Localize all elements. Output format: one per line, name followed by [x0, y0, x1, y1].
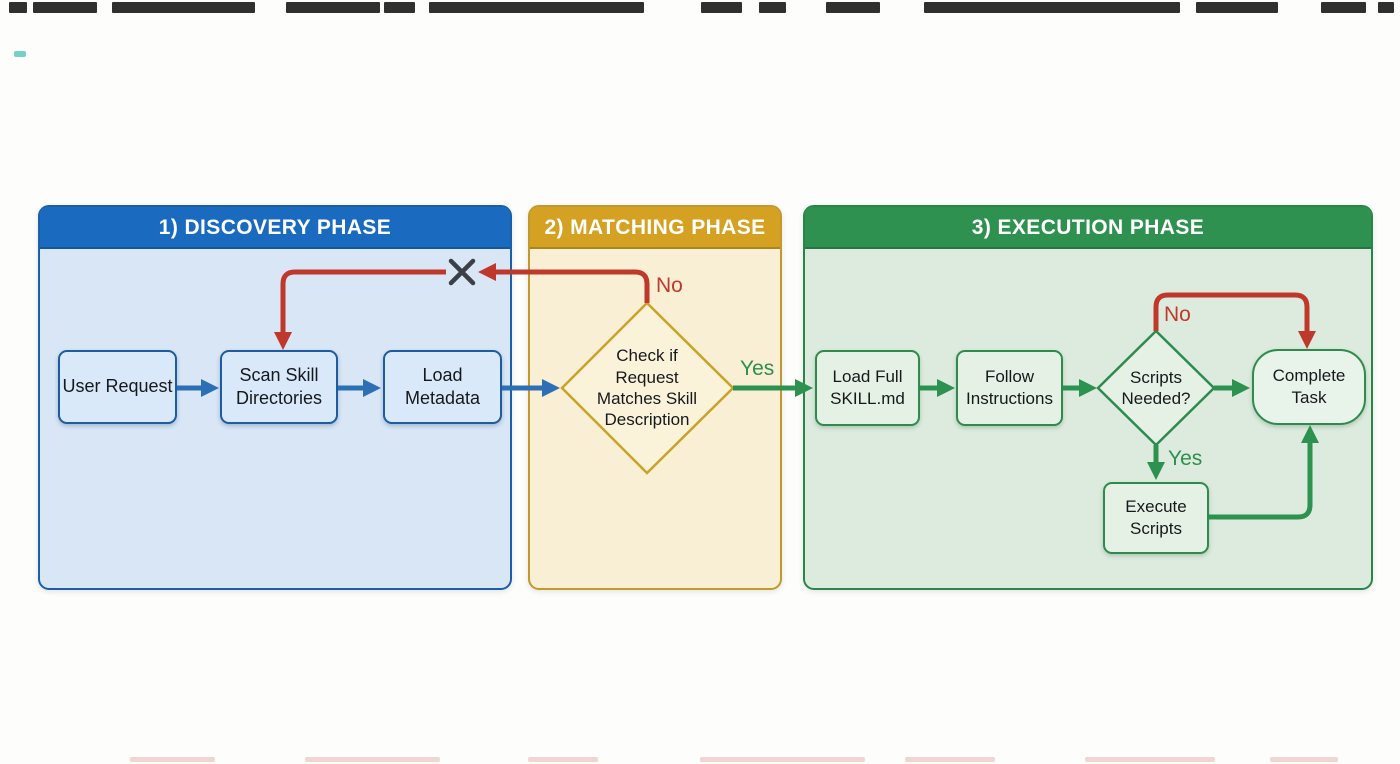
top-bar-artifact-segment: [1196, 2, 1278, 13]
phase-header-discovery: 1) DISCOVERY PHASE: [40, 207, 510, 249]
top-bar-artifact-segment: [429, 2, 644, 13]
top-bar-artifact-segment: [286, 2, 380, 13]
node-execute-scripts: Execute Scripts: [1103, 482, 1209, 554]
node-execute-scripts-label: Execute Scripts: [1125, 497, 1187, 538]
node-scan-skill-directories-label: Scan Skill Directories: [235, 364, 323, 408]
phase-title-discovery: 1) DISCOVERY PHASE: [158, 216, 392, 239]
top-bar-artifact-segment: [112, 2, 255, 13]
bottom-artifact-segment: [1085, 757, 1215, 762]
bottom-artifact-segment: [905, 757, 995, 762]
phase-header-matching: 2) MATCHING PHASE: [530, 207, 780, 249]
node-user-request: User Request: [58, 350, 177, 424]
phase-header-execution: 3) EXECUTION PHASE: [805, 207, 1371, 249]
node-scan-skill-directories: Scan Skill Directories: [220, 350, 338, 424]
top-bar-artifact-segment: [33, 2, 97, 13]
node-follow-instructions-label: Follow Instructions: [966, 367, 1053, 408]
node-check-match-label: Check if Request Matches Skill Descripti…: [596, 346, 698, 430]
node-load-metadata: Load Metadata: [383, 350, 502, 424]
top-bar-artifact-segment: [826, 2, 880, 13]
bottom-artifact-segment: [528, 757, 598, 762]
node-scripts-needed-label: Scripts Needed?: [1121, 367, 1191, 408]
top-bar-artifact-segment: [701, 2, 742, 13]
top-bar-artifact-segment: [924, 2, 1180, 13]
bottom-artifact-segment: [700, 757, 865, 762]
phase-title-execution: 3) EXECUTION PHASE: [971, 216, 1205, 239]
edge-label-execution-no: No: [1164, 303, 1191, 326]
node-load-metadata-label: Load Metadata: [404, 364, 481, 408]
edge-label-matching-no: No: [656, 274, 683, 297]
node-load-full-skill-md: Load Full SKILL.md: [815, 350, 920, 426]
node-complete-task-label: Complete Task: [1272, 366, 1346, 407]
phase-title-matching: 2) MATCHING PHASE: [544, 216, 766, 239]
top-bar-artifact-segment: [1378, 2, 1394, 13]
top-bar-artifact-segment: [9, 2, 27, 13]
top-bar-artifact-segment: [1321, 2, 1366, 13]
teal-dash-artifact: [14, 51, 26, 57]
bottom-artifact-segment: [305, 757, 440, 762]
node-check-match: Check if Request Matches Skill Descripti…: [585, 342, 709, 434]
node-follow-instructions: Follow Instructions: [956, 350, 1063, 426]
edge-label-execution-yes: Yes: [1168, 447, 1203, 470]
node-load-full-skill-md-label: Load Full SKILL.md: [830, 367, 905, 408]
bottom-artifact-segment: [1270, 757, 1338, 762]
node-complete-task: Complete Task: [1252, 349, 1366, 425]
edge-label-matching-yes: Yes: [740, 357, 775, 380]
node-scripts-needed: Scripts Needed?: [1104, 362, 1208, 414]
top-bar-artifact-segment: [759, 2, 786, 13]
top-bar-artifact-segment: [384, 2, 415, 13]
bottom-artifact-segment: [130, 757, 215, 762]
node-user-request-label: User Request: [62, 376, 173, 397]
